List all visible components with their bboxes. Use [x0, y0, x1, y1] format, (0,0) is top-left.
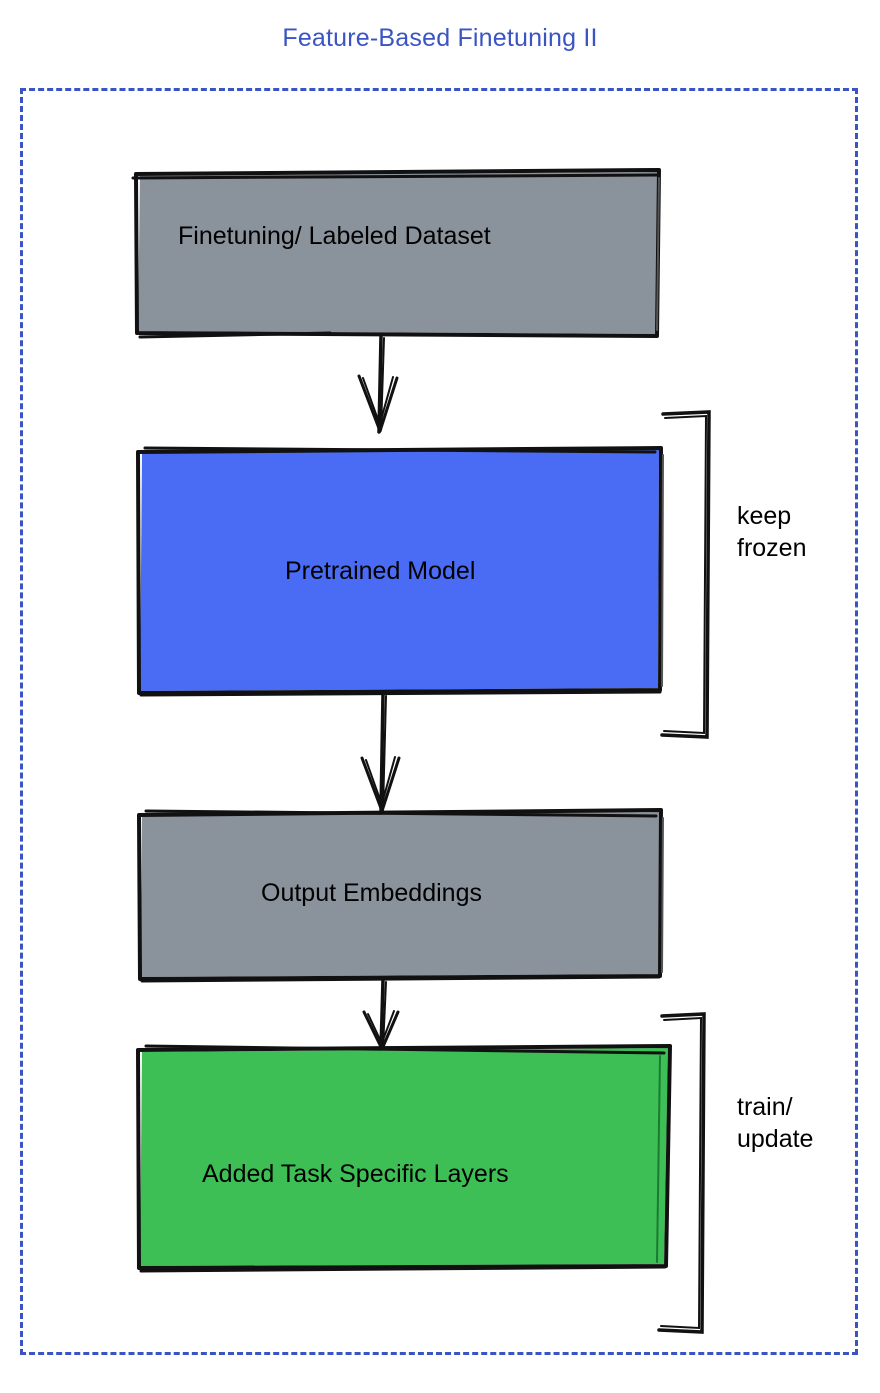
diagram-frame: [20, 88, 858, 1355]
node-label-pretrained-model: Pretrained Model: [285, 557, 476, 585]
node-label-dataset: Finetuning/ Labeled Dataset: [178, 222, 491, 250]
node-label-output-embeddings: Output Embeddings: [261, 879, 482, 907]
node-label-task-layers: Added Task Specific Layers: [202, 1160, 509, 1188]
annotation-keep-frozen: keep frozen: [737, 502, 807, 562]
page-title: Feature-Based Finetuning II: [282, 24, 598, 52]
annotation-train-update: train/ update: [737, 1093, 814, 1153]
